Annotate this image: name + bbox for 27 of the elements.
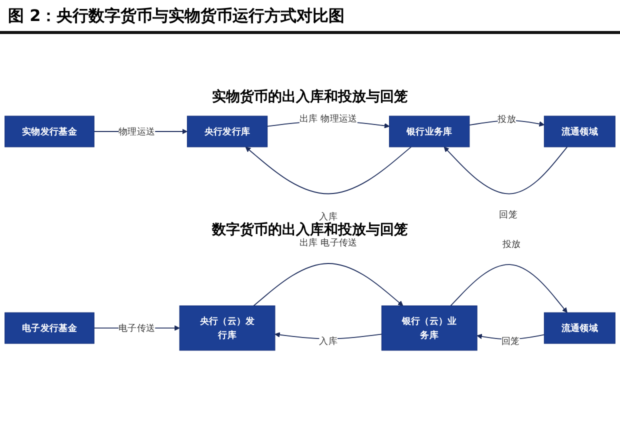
node-box: 银行业务库 [389, 116, 470, 148]
edge-label: 电子传送 [118, 322, 156, 334]
node-box: 央行发行库 [186, 116, 268, 148]
edge-label: 物理运送 [118, 126, 156, 137]
arrow [245, 146, 412, 194]
section-heading: 数字货币的出入库和投放与回笼 [210, 221, 409, 238]
edge-label: 入库 [319, 335, 338, 346]
section-heading: 实物货币的出入库和投放与回笼 [211, 88, 409, 106]
figure-title: 图 2：央行数字货币与实物货币运行方式对比图 [0, 0, 620, 34]
arrow [274, 332, 382, 340]
arrow [468, 120, 544, 127]
node-box: 电子发行基金 [4, 312, 94, 344]
node-box: 流通领域 [544, 116, 616, 148]
edge-label: 投放 [498, 113, 516, 124]
edge-label: 回笼 [499, 208, 518, 220]
node-box: 央行（云）发行库 [179, 305, 276, 351]
edge-label: 入库 [319, 211, 338, 222]
arrow [444, 146, 568, 194]
edge-label: 回笼 [501, 335, 520, 346]
arrow [253, 263, 404, 306]
edge-label: 出库 电子传送 [299, 237, 358, 248]
node-box: 银行（云）业务库 [381, 305, 478, 351]
node-box: 流通领域 [544, 312, 616, 344]
arrow [450, 264, 568, 313]
edge-label: 投放 [502, 238, 521, 250]
node-box: 实物发行基金 [4, 116, 94, 148]
edge-label: 出库 物理运送 [299, 112, 358, 124]
